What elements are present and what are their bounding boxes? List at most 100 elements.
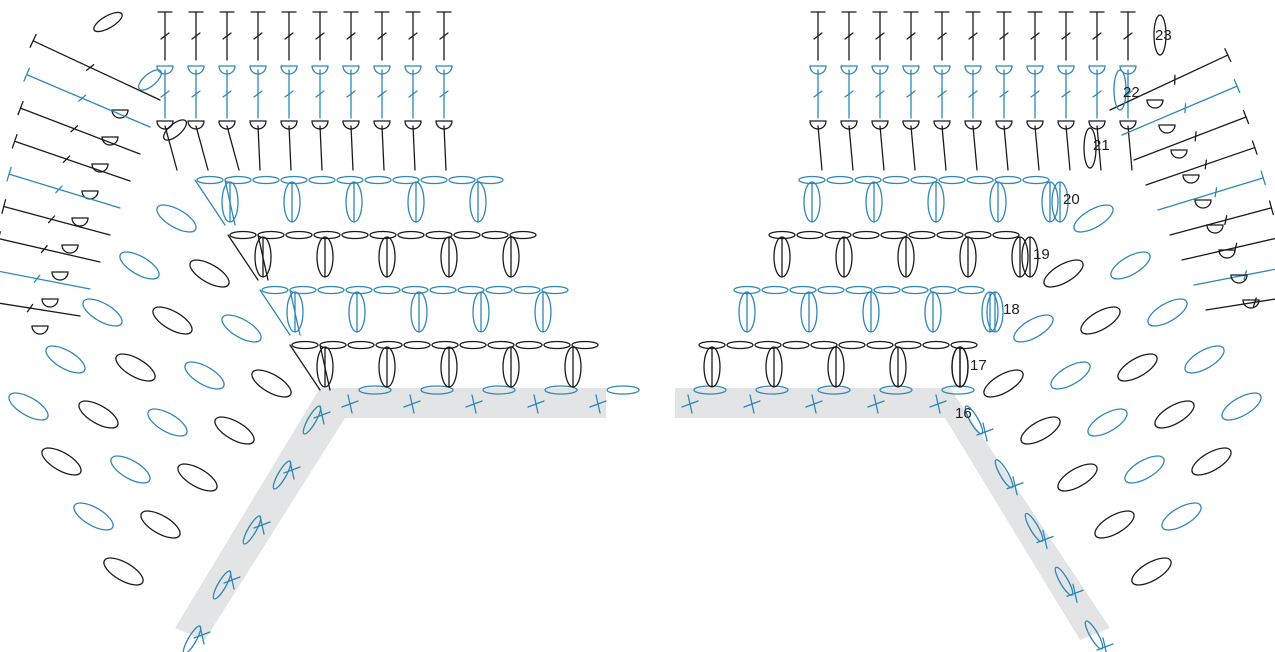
chain-stitch (1094, 510, 1135, 539)
row-label-16: 16 (955, 405, 972, 422)
post-slash (875, 90, 885, 98)
post-stitch (903, 11, 919, 61)
chain-stitch (852, 230, 880, 240)
row-right-19 (768, 230, 1232, 476)
chain-stitch (189, 259, 230, 288)
chain-stitch (983, 369, 1024, 398)
chain-stitch (41, 447, 82, 476)
post-slash (315, 32, 325, 40)
post-top (11, 134, 18, 149)
hook-stitch (1182, 174, 1200, 184)
post-slash (439, 90, 449, 98)
sc-stitch (283, 460, 301, 480)
post-stitch-diagonal (1, 199, 111, 236)
dc-cluster (1011, 236, 1029, 278)
post-stitch (188, 11, 204, 61)
post-slash (1123, 32, 1133, 40)
hook-stitch (1026, 120, 1044, 130)
post-stem (1034, 125, 1040, 171)
post-stitch-diagonal (11, 134, 131, 182)
chain-stitch (950, 340, 978, 350)
corner-stitch (289, 289, 301, 336)
hook-stitch (933, 120, 951, 130)
hook-stitch (218, 65, 236, 75)
band-left (175, 388, 606, 640)
chain-stitch (373, 285, 401, 295)
chain-stitch (229, 230, 257, 240)
post-slash (26, 303, 34, 313)
dc-cluster (951, 346, 969, 388)
dc-cluster (986, 291, 1004, 333)
chain-stitch (938, 175, 966, 185)
dc-cluster (803, 181, 821, 223)
chain-stitch (966, 175, 994, 185)
dc-cluster (410, 291, 428, 333)
post-stem (879, 125, 885, 171)
chain-stitch (313, 230, 341, 240)
sc-stitch (976, 422, 994, 442)
hook-stitch (342, 65, 360, 75)
post-stitch (436, 11, 452, 61)
chain-stitch (78, 400, 119, 429)
chain-stitch (82, 298, 123, 327)
post-slash (875, 32, 885, 40)
hook-stitch (1026, 65, 1044, 75)
chain-stitch (810, 340, 838, 350)
chain-stitch (880, 230, 908, 240)
sc-bar (873, 394, 879, 414)
post-slash (346, 90, 356, 98)
chain-stitch (789, 285, 817, 295)
post-stem (443, 125, 447, 171)
post-stem (1157, 177, 1264, 211)
post-slash (813, 90, 823, 98)
hook-stitch (373, 65, 391, 75)
post-stitch-diagonal (0, 231, 101, 263)
hook-stitch (111, 109, 129, 119)
sc-bar (811, 394, 817, 414)
hook-stitch (902, 120, 920, 130)
post-stitch (934, 11, 950, 61)
hook-stitch (1057, 65, 1075, 75)
post-slash (937, 90, 947, 98)
dc-cluster (703, 346, 721, 388)
hook-stitch (1146, 99, 1164, 109)
post-slash (844, 90, 854, 98)
chain-stitch (308, 175, 336, 185)
post-slash (408, 32, 418, 40)
corner-stitch (289, 344, 321, 391)
chain-stitch (1073, 204, 1114, 233)
chain-stitch (571, 340, 599, 350)
dc-cluster (564, 346, 582, 388)
post-slash (47, 215, 56, 224)
post-slash (222, 90, 232, 98)
post-slash (1030, 32, 1040, 40)
sc-stitch (313, 405, 331, 425)
post-top (1251, 140, 1258, 155)
post-stitch-diagonal (6, 166, 121, 209)
chain-stitch (364, 175, 392, 185)
dc-cluster (440, 346, 458, 388)
dc-cluster (835, 236, 853, 278)
dc-cluster (897, 236, 915, 278)
post-slash (315, 90, 325, 98)
chain-stitch (1131, 557, 1172, 586)
chain-stitch (796, 230, 824, 240)
chain-stitch (448, 175, 476, 185)
hook-stitch (840, 65, 858, 75)
chain-stitch (1057, 463, 1098, 492)
dc-cluster (378, 236, 396, 278)
row-right-17 (698, 340, 1172, 586)
foundation-band (175, 388, 1110, 640)
chain-stitch (901, 285, 929, 295)
hook-stitch (71, 217, 89, 227)
chain-stitch (403, 340, 431, 350)
chain-stitch (481, 230, 509, 240)
dc-cluster (889, 346, 907, 388)
hook-stitch (1218, 249, 1236, 259)
hook-stitch (91, 163, 109, 173)
chain-stitch (221, 314, 262, 343)
hook-stitch (61, 244, 79, 254)
chain-stitch (1221, 392, 1262, 421)
hook-stitch (1242, 299, 1260, 309)
post-stem (0, 270, 91, 290)
